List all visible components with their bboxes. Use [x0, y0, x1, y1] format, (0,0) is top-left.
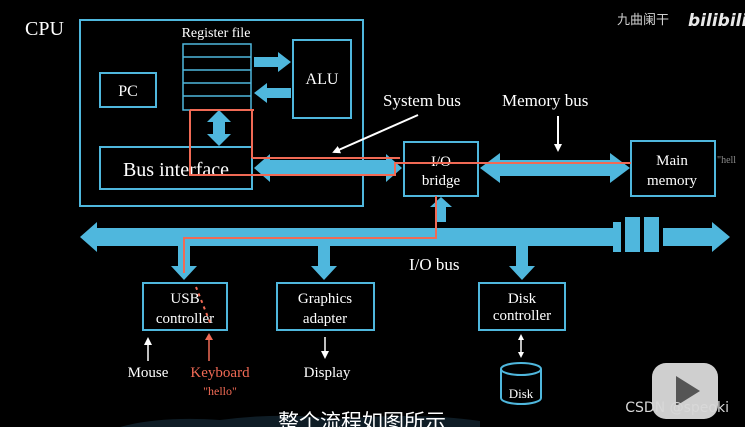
io-bridge-label-line2: bridge: [422, 173, 461, 189]
pc-box: [99, 72, 157, 108]
usb-controller-box: [142, 282, 228, 331]
memory-bus-arrow: [480, 153, 630, 183]
usb-label-line1: USB: [170, 291, 199, 307]
keyboard-arrow-head: [205, 333, 213, 340]
play-button-icon[interactable]: [652, 363, 718, 419]
disk-controller-label-line2: controller: [493, 308, 551, 324]
graphics-drop-arrow: [311, 246, 337, 280]
main-memory-label-line1: Main: [656, 153, 688, 169]
disk-arrow-down-head: [518, 352, 524, 358]
video-subtitle: 整个流程如图所示: [278, 410, 446, 427]
register-file: [182, 43, 252, 111]
keyboard-label: Keyboard: [190, 365, 250, 381]
regfile-bus-arrow: [207, 110, 231, 146]
main-memory-box: [630, 140, 716, 197]
uploader-watermark: 九曲阑干: [617, 13, 669, 28]
main-memory-label-line2: memory: [647, 173, 697, 189]
memory-bus-label: Memory bus: [502, 91, 588, 110]
disk-drop-arrow: [509, 246, 535, 280]
hello-label: "hello": [203, 384, 237, 398]
io-bus-label: I/O bus: [409, 255, 460, 274]
system-bus-label: System bus: [383, 91, 461, 110]
regfile-to-alu-arrow: [254, 52, 291, 72]
main-memory-side-text: "hell: [717, 155, 736, 166]
alu-box: [292, 39, 352, 119]
disk-controller-box: [478, 282, 566, 331]
graphics-adapter-box: [276, 282, 375, 331]
hello-path-io: [183, 196, 437, 273]
disk-controller-label-line1: Disk: [508, 291, 537, 307]
pc-label: PC: [118, 83, 138, 100]
subtitle-background: [120, 415, 480, 427]
disk-arrow-up-head: [518, 334, 524, 340]
usb-label-line2: controller: [156, 311, 214, 327]
bus-interface-box: [99, 146, 253, 190]
system-bus-pointer: [332, 114, 419, 154]
disk-label: Disk: [509, 386, 534, 401]
alu-label: ALU: [306, 71, 339, 88]
io-bus-segment-2: [644, 217, 659, 252]
register-file-label: Register file: [182, 26, 251, 41]
csdn-watermark: CSDN @speoki: [625, 400, 729, 416]
graphics-label-line1: Graphics: [298, 291, 352, 307]
io-bus-right: [663, 222, 730, 252]
mouse-label: Mouse: [128, 365, 169, 381]
graphics-label-line2: adapter: [303, 311, 347, 327]
bridge-io-connector: [430, 197, 452, 222]
io-bridge-box: [403, 141, 479, 197]
alu-to-regfile-arrow: [254, 83, 291, 103]
display-label: Display: [304, 365, 351, 381]
bilibili-logo: bilibili: [688, 11, 745, 31]
cpu-label: CPU: [25, 18, 64, 40]
disk-icon: [500, 362, 542, 405]
bus-interface-label: Bus interface: [123, 159, 229, 181]
cpu-box: [79, 19, 364, 207]
hello-path-memory: [189, 110, 631, 176]
io-bus-segment-1: [625, 217, 640, 252]
